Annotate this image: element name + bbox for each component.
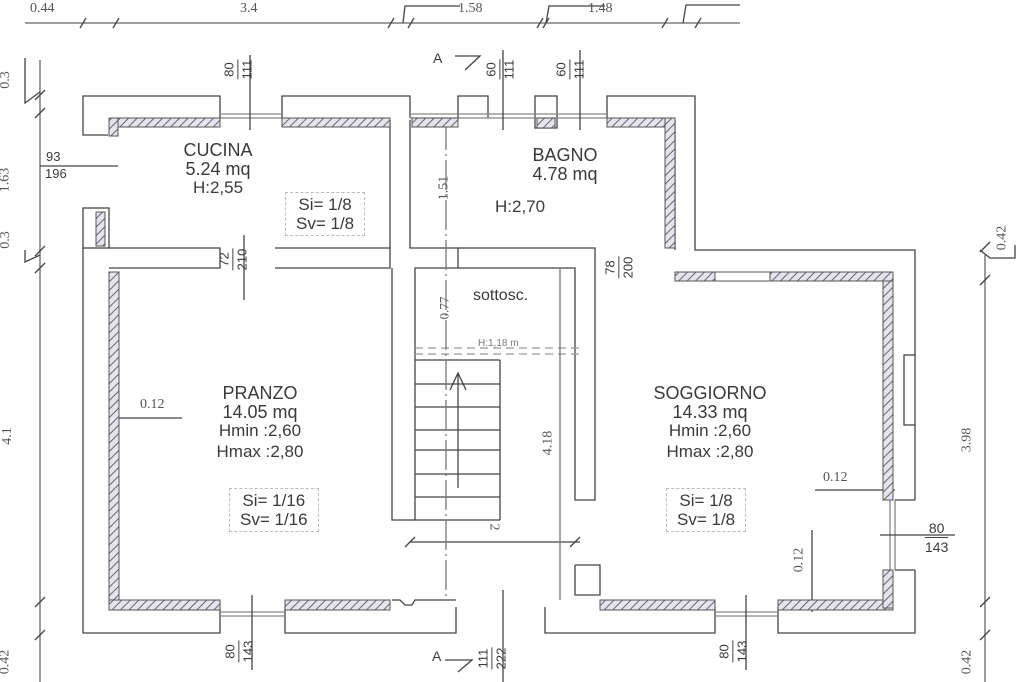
dim-bagno-depth: 1.51 <box>436 175 452 201</box>
dim-understair-depth: 0.77 <box>436 296 452 320</box>
section-marker-top: A <box>433 50 443 66</box>
room-bagno: BAGNO 4.78 mq <box>532 145 598 184</box>
dim-top-1-48: 1.48 <box>588 1 613 16</box>
dim-soggiorno-wall: 0.12 <box>823 470 848 485</box>
dim-stair-width: 2 <box>486 523 502 531</box>
dim-top-3-4: 3.4 <box>240 1 258 16</box>
room-pranzo: PRANZO 14.05 mq Hmin :2,60 Hmax :2,80 <box>216 383 304 461</box>
dim-left-0-3-bottom: 0.3 <box>0 231 13 249</box>
dim-left-4-1: 4.1 <box>0 427 15 445</box>
understair-height: H:1,18 m <box>478 338 519 349</box>
dim-left-0-3-top: 0.3 <box>0 71 13 89</box>
understair-label: sottosc. <box>473 287 529 304</box>
bagno-height: H:2,70 <box>495 197 546 216</box>
dim-right-0-42-bottom: 0.42 <box>959 649 975 675</box>
room-cucina: CUCINA 5.24 mq H:2,55 <box>183 140 253 197</box>
dim-top-1-58: 1.58 <box>458 1 483 16</box>
dim-left-1-63: 1.63 <box>0 167 13 193</box>
dim-left-0-42: 0.42 <box>0 649 13 675</box>
dim-right-3-98: 3.98 <box>959 427 975 453</box>
dim-stair-length: 4.18 <box>540 430 556 456</box>
dim-soggiorno-wall-v: 0.12 <box>791 547 807 573</box>
dim-right-0-42-top: 0.42 <box>994 225 1010 251</box>
dim-top-0-44: 0.44 <box>30 1 55 16</box>
section-marker-bottom: A <box>432 648 442 664</box>
room-soggiorno: SOGGIORNO 14.33 mq Hmin :2,60 Hmax :2,80 <box>653 383 767 461</box>
dim-pranzo-wall: 0.12 <box>140 397 165 412</box>
